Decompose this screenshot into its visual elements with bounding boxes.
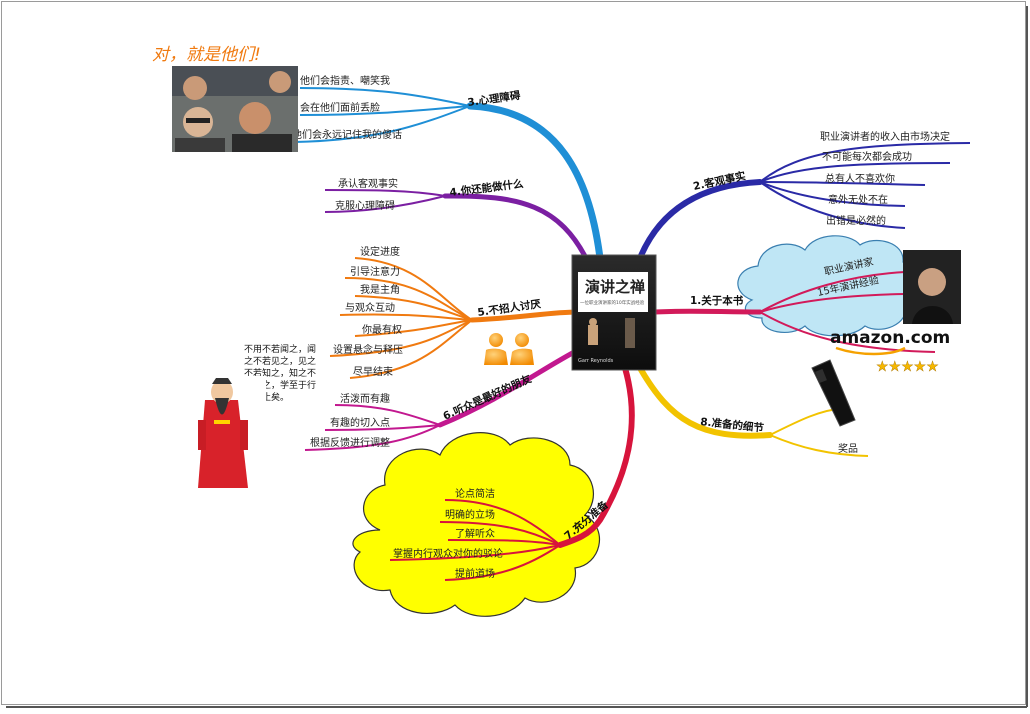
branch-label-1: 1.关于本书	[690, 294, 744, 307]
b7-item: 论点简洁	[455, 487, 495, 500]
b5-item: 设置悬念与释压	[333, 343, 403, 356]
b8-item: 奖品	[838, 442, 858, 455]
sage-figure-illustration	[186, 376, 266, 490]
b2-item: 总有人不喜欢你	[825, 172, 895, 185]
b6-item: 有趣的切入点	[330, 416, 390, 429]
audience-photo	[172, 66, 298, 152]
b5-item: 与观众互动	[345, 302, 395, 314]
branch-label-6: 6.听众是最好的朋友	[441, 372, 534, 423]
rating-stars: ★★★★★	[876, 359, 939, 375]
author-photo	[903, 250, 961, 324]
center-author: Garr Reynolds	[578, 358, 614, 364]
branch-line-4	[442, 193, 591, 265]
b3-item: 会在他们面前丢脸	[300, 101, 380, 114]
b2-item: 出错是必然的	[826, 214, 886, 227]
b5-item: 我是主角	[360, 284, 400, 296]
b7-item: 掌握内行观众对你的驳论	[393, 547, 503, 560]
b4-item: 承认客观事实	[338, 177, 398, 190]
b6-item: 根据反馈进行调整	[310, 436, 390, 449]
b5-item: 引导注意力	[350, 265, 400, 278]
cloud-bottom	[352, 432, 601, 617]
b3-item: 他们会指责、嘲笑我	[300, 74, 390, 87]
quote-line: 之不若见之，见之	[244, 355, 316, 367]
center-title: 演讲之禅	[585, 278, 645, 296]
amazon-text: amazon.com	[830, 328, 950, 348]
caption-top: 对，就是他们!	[152, 45, 261, 65]
quote-line: 不用不若闻之，闻	[244, 343, 316, 355]
center-book-cover: 演讲之禅 一位职业演讲家的10年实战经验 Garr Reynolds	[571, 254, 657, 371]
b6-item: 活泼而有趣	[340, 392, 390, 405]
b5-item: 设定进度	[360, 245, 400, 258]
b3-item: 他们会永远记住我的傻话	[292, 128, 402, 141]
b7-item: 提前道场	[455, 567, 495, 580]
teamwork-figures-icon	[484, 333, 534, 365]
b4-item: 克服心理障碍	[335, 199, 395, 212]
b2-item: 意外无处不在	[828, 193, 888, 206]
b5-item: 尽早结束	[353, 365, 393, 378]
b5-item: 你最有权	[362, 323, 402, 336]
branch-line-1	[652, 308, 763, 315]
branch-line-2	[637, 179, 763, 261]
b7-item: 明确的立场	[445, 508, 495, 521]
b2-item: 不可能每次都会成功	[822, 150, 912, 163]
remote-device-icon	[811, 359, 856, 427]
b2-item: 职业演讲者的收入由市场决定	[820, 130, 950, 143]
b7-item: 了解听众	[455, 527, 495, 540]
center-subtitle: 一位职业演讲家的10年实战经验	[580, 299, 645, 306]
